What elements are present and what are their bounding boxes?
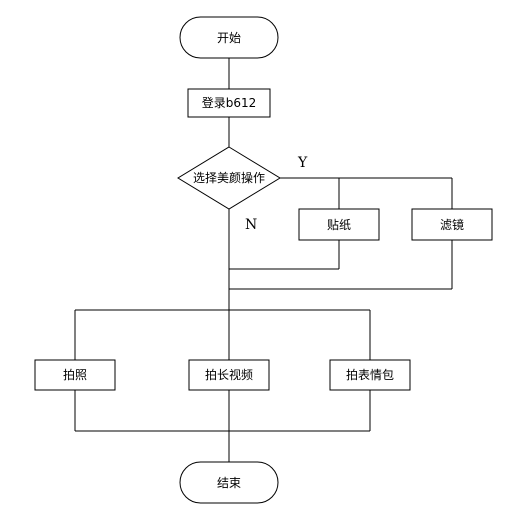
- sticker-label: 贴纸: [327, 218, 351, 232]
- emoji-node: 拍表情包: [329, 359, 411, 391]
- long-video-node: 拍长视频: [188, 359, 270, 391]
- connector-lines: [74, 58, 453, 462]
- long-video-label: 拍长视频: [205, 367, 253, 382]
- sticker-node: 贴纸: [298, 208, 380, 241]
- photo-node: 拍照: [34, 359, 116, 391]
- no-label: N: [245, 217, 257, 233]
- emoji-label: 拍表情包: [346, 367, 394, 382]
- start-label: 开始: [217, 31, 241, 45]
- login-label: 登录b612: [202, 95, 257, 110]
- decision-node: 选择美颜操作: [177, 146, 281, 210]
- start-node: 开始: [179, 16, 279, 59]
- yes-label: Y: [297, 155, 308, 171]
- filter-node: 滤镜: [411, 208, 493, 241]
- filter-label: 滤镜: [440, 217, 464, 232]
- end-label: 结束: [217, 476, 241, 490]
- decision-label: 选择美颜操作: [193, 170, 265, 185]
- photo-label: 拍照: [63, 367, 87, 382]
- login-node: 登录b612: [187, 88, 271, 118]
- end-node: 结束: [179, 461, 279, 504]
